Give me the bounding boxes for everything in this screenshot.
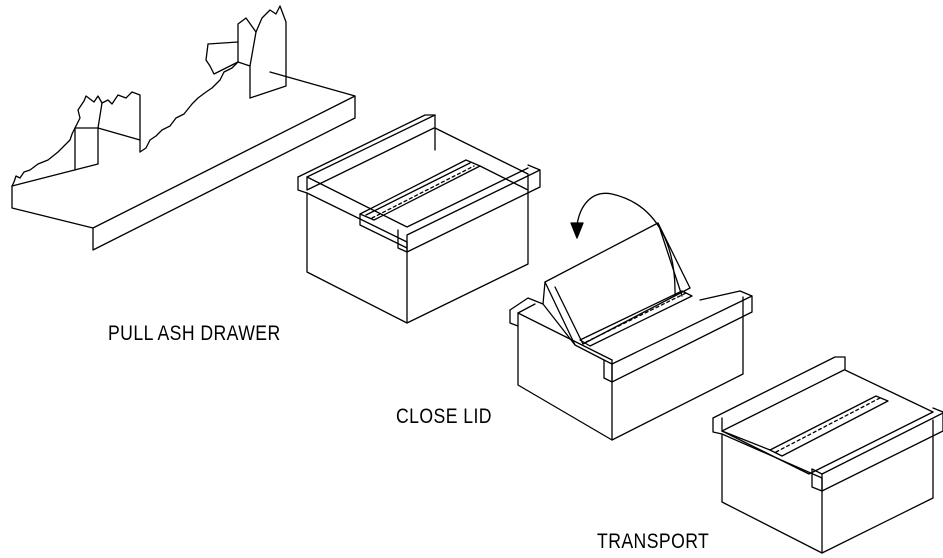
- ash-drawer-closed-icon: [712, 356, 943, 554]
- step-label-close-lid: CLOSE LID: [396, 405, 492, 428]
- step-label-transport: TRANSPORT: [597, 530, 710, 553]
- ash-drawer-closing-icon: [509, 222, 753, 441]
- step-label-pull-ash-drawer: PULL ASH DRAWER: [108, 322, 281, 345]
- furnace-base-icon: [11, 5, 356, 251]
- rotate-arrow-icon: [570, 192, 676, 297]
- ash-drawer-open-icon: [297, 114, 541, 324]
